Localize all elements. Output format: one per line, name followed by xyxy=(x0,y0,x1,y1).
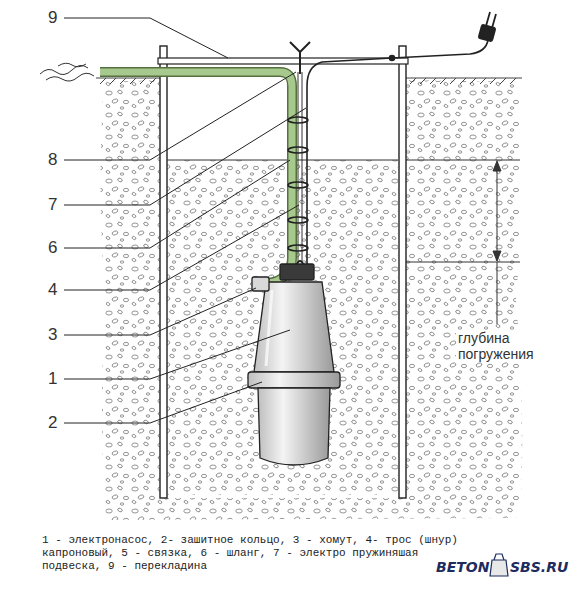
leader-lines xyxy=(64,18,306,423)
caption: 1 - электронасос, 2- зашитное кольцо, 3 … xyxy=(42,534,472,573)
hose xyxy=(100,72,292,284)
callout-number: 7 xyxy=(48,196,57,214)
watermark-icon xyxy=(490,554,508,576)
callout-number: 3 xyxy=(48,326,57,344)
hook xyxy=(290,42,310,74)
callout-number: 1 xyxy=(48,370,57,388)
callout-number: 8 xyxy=(48,151,57,169)
well-wall xyxy=(160,46,406,498)
callout-number: 2 xyxy=(48,414,57,432)
watermark: SBS.RU xyxy=(510,559,568,575)
rope-ties xyxy=(288,117,308,251)
electric-cable xyxy=(307,12,496,266)
dimension-label: глубина погружения xyxy=(456,330,560,362)
depth-dimension xyxy=(167,160,520,324)
callout-number: 4 xyxy=(48,281,57,299)
rope xyxy=(298,72,302,262)
callout-number: 9 xyxy=(48,9,57,27)
watermark: BETON xyxy=(436,559,489,575)
callout-number: 6 xyxy=(48,239,57,257)
pump xyxy=(248,261,340,465)
